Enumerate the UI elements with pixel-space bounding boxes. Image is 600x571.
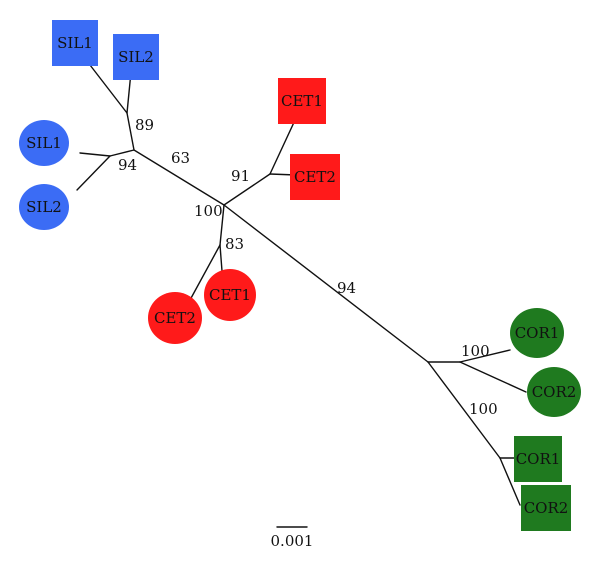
scale-bar-label: 0.001 — [271, 532, 314, 550]
support-value: 94 — [337, 279, 356, 297]
branch — [499, 457, 521, 506]
support-value: 89 — [135, 116, 154, 134]
leaf-sil2-circle — [19, 184, 69, 230]
branch — [269, 117, 297, 175]
leaf-label: CET2 — [294, 168, 336, 186]
scale-bar: 0.001 — [271, 526, 314, 550]
leaf-label: SIL2 — [26, 198, 62, 216]
branch — [126, 112, 135, 151]
leaf-label: SIL1 — [57, 34, 93, 52]
leaf-cet1-square — [278, 78, 326, 124]
branch — [219, 244, 223, 272]
support-value: 94 — [118, 156, 137, 174]
support-value: 100 — [469, 400, 498, 418]
leaf-nodes: SIL1 SIL2 SIL1 SIL2 CET1 CET2 CET1 CET2 … — [19, 20, 581, 531]
branch — [133, 149, 225, 206]
branch — [109, 149, 135, 157]
branch — [427, 361, 501, 459]
leaf-label: COR1 — [516, 450, 561, 468]
branch — [223, 204, 429, 363]
support-value: 91 — [231, 167, 250, 185]
branch — [189, 244, 221, 301]
branch — [79, 152, 111, 157]
branch — [459, 349, 511, 363]
branch — [219, 204, 225, 246]
leaf-cet1-circle — [204, 269, 256, 321]
leaf-label: SIL2 — [118, 48, 154, 66]
leaf-label: CET1 — [281, 92, 323, 110]
leaf-sil1-square — [52, 20, 98, 66]
support-value: 100 — [461, 342, 490, 360]
leaf-cor2-circle — [527, 367, 581, 417]
support-value: 100 — [194, 202, 223, 220]
leaf-sil2-square — [113, 34, 159, 80]
leaf-label: COR2 — [532, 383, 577, 401]
leaf-cet2-circle — [148, 292, 202, 344]
leaf-cet2-square — [290, 154, 340, 200]
leaf-label: COR2 — [524, 499, 569, 517]
support-value: 83 — [225, 235, 244, 253]
branch — [89, 64, 128, 114]
leaf-label: COR1 — [515, 324, 560, 342]
leaf-label: SIL1 — [26, 134, 62, 152]
support-values: 89 94 63 91 100 83 94 100 100 — [118, 116, 498, 418]
branch — [76, 155, 111, 191]
leaf-cor2-square — [521, 485, 571, 531]
branch — [223, 173, 271, 206]
leaf-cor1-circle — [510, 308, 564, 358]
leaf-label: CET2 — [154, 309, 196, 327]
support-value: 63 — [171, 149, 190, 167]
tree-branches — [76, 64, 527, 506]
leaf-label: CET1 — [209, 286, 251, 304]
leaf-sil1-circle — [19, 120, 69, 166]
branch — [459, 361, 527, 393]
leaf-cor1-square — [514, 436, 562, 482]
